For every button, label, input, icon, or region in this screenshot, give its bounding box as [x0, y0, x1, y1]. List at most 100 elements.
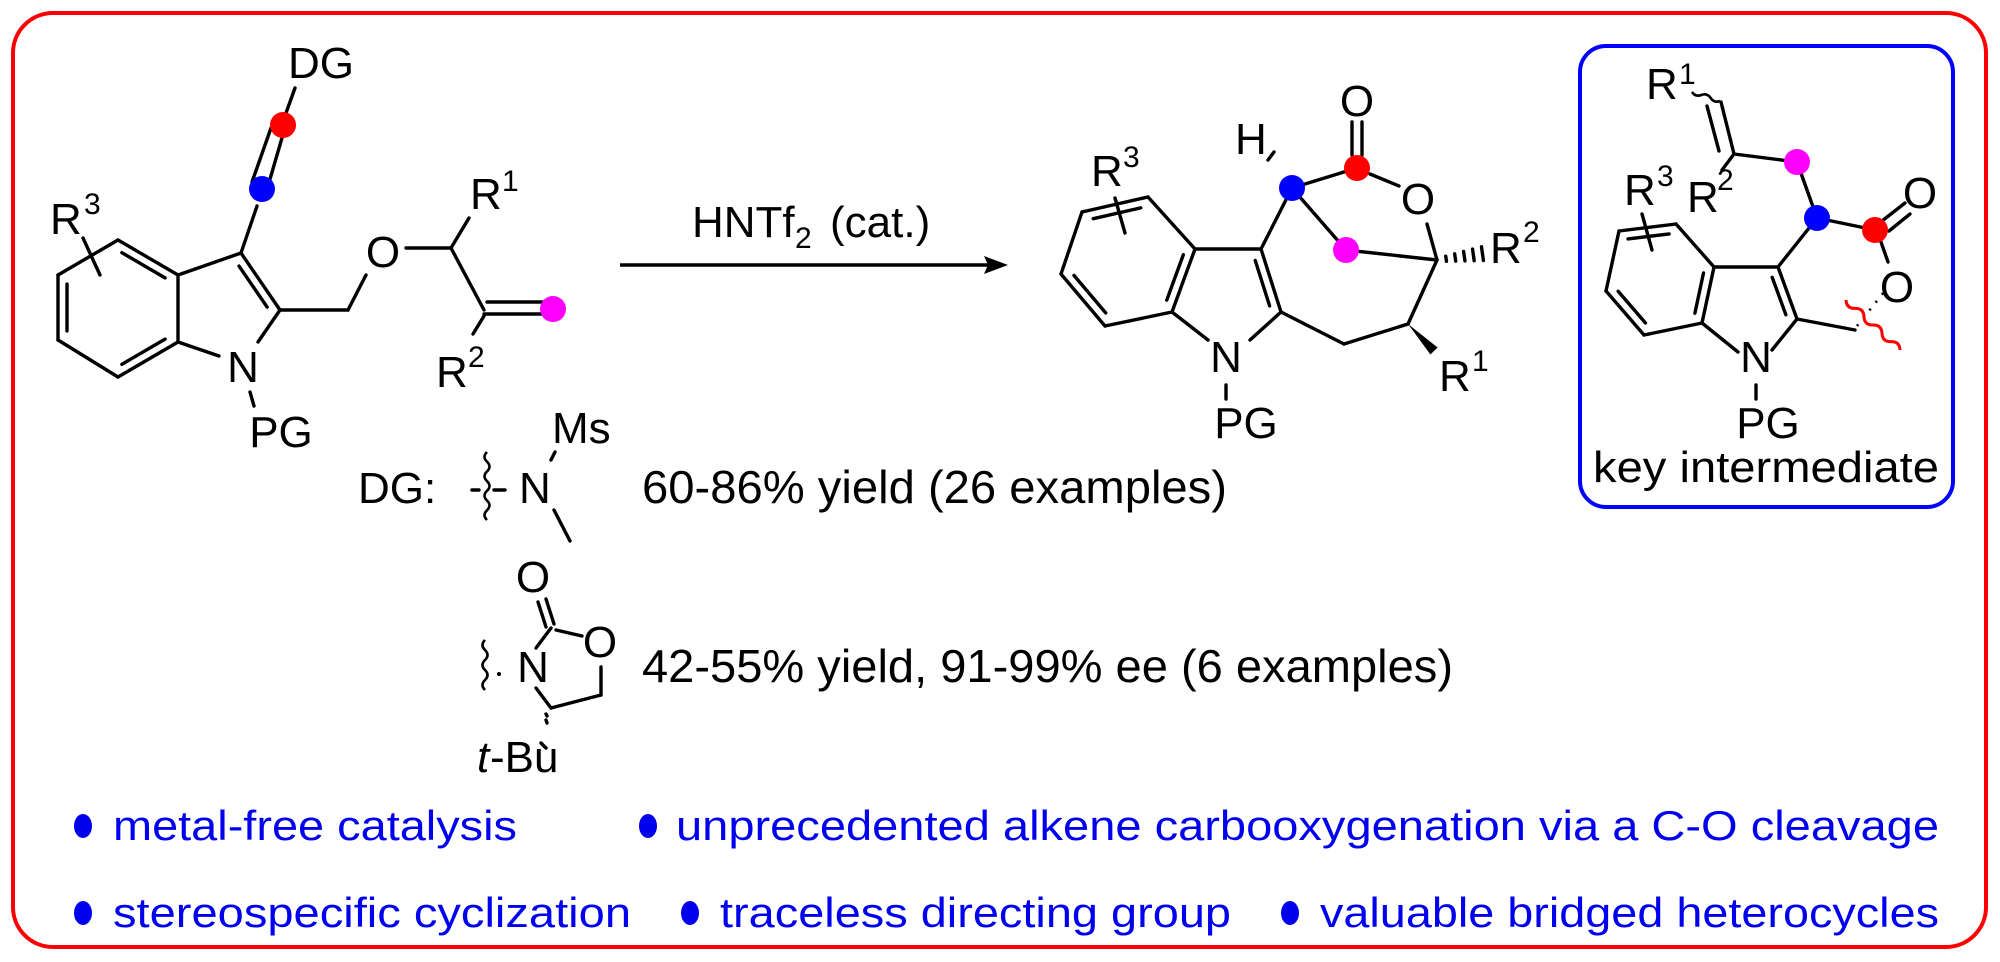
- bond: [1452, 252, 1458, 263]
- hydrogen-label: H: [1235, 115, 1267, 164]
- dg2-yield-text: 42-55% yield, 91-99% ee (6 examples): [642, 640, 1453, 692]
- protecting-group-label: PG: [249, 408, 313, 457]
- directing-groups: DG: N Ms 60-86% yield (26 examples) O O …: [358, 404, 1453, 782]
- atom-highlight-dot: [1279, 175, 1305, 201]
- bond: [1674, 222, 1716, 269]
- bond: [1059, 210, 1084, 276]
- bond: [284, 86, 297, 115]
- bond: [1113, 196, 1127, 235]
- bond: [239, 204, 259, 255]
- feature-stereospecific: stereospecific cyclization: [113, 889, 631, 936]
- bond: [1080, 195, 1150, 214]
- atom-highlight-dot: [1804, 205, 1830, 231]
- oxazolidinone-ring-oxygen: O: [583, 618, 617, 667]
- bond: [1170, 310, 1210, 342]
- carbonyl-oxygen-label: O: [1340, 77, 1374, 126]
- bond: [1640, 212, 1654, 252]
- bond: [239, 251, 282, 312]
- indole-nitrogen-label: N: [1210, 333, 1242, 382]
- atom-highlight-dot: [1784, 149, 1810, 175]
- bond: [256, 308, 282, 344]
- bond: [554, 628, 584, 638]
- r2-superscript: 2: [1717, 164, 1734, 197]
- r2-label: R: [1490, 224, 1522, 273]
- bond: [1604, 289, 1646, 337]
- wavy-bond: [483, 451, 491, 521]
- bond: [1479, 245, 1486, 263]
- bond: [1259, 247, 1283, 314]
- atom-highlight-dot: [540, 296, 566, 322]
- bond: [1444, 254, 1449, 263]
- bond: [1253, 258, 1272, 308]
- r2-superscript: 2: [1523, 216, 1540, 249]
- r1-superscript: 1: [502, 165, 519, 198]
- bond: [346, 273, 368, 312]
- r1-superscript: 1: [1472, 345, 1489, 378]
- atom-highlight-dot: [1333, 237, 1359, 263]
- bond: [1887, 212, 1912, 233]
- reactant: DG R 3 O R 1 R 2 N PG: [50, 39, 519, 457]
- r3-label: R: [1091, 147, 1123, 196]
- bond: [534, 686, 553, 710]
- atom-highlight-dot: [1344, 155, 1370, 181]
- bond: [1344, 248, 1439, 262]
- ether-oxygen-label: O: [366, 228, 400, 277]
- tbu-label: -Bu: [490, 733, 558, 782]
- bond: [549, 450, 557, 462]
- bond: [1072, 273, 1108, 315]
- bond: [1165, 253, 1186, 302]
- bond: [1705, 104, 1721, 153]
- atom-highlight-layer: [249, 112, 1888, 322]
- bond: [1406, 258, 1439, 326]
- bond: [1461, 249, 1467, 263]
- bond: [1146, 195, 1197, 251]
- arrowhead-icon: [984, 256, 1008, 274]
- bond: [449, 246, 486, 312]
- protecting-group-label: PG: [1214, 399, 1278, 448]
- wavy-bond: [481, 639, 489, 691]
- key-intermediate: R 1 R 2 R 3 O O N PG key intermediate: [1593, 58, 1939, 492]
- r3-superscript: 3: [1657, 160, 1674, 193]
- r3-superscript: 3: [84, 188, 101, 221]
- bond: [56, 238, 120, 277]
- tbu-t-label: t: [477, 733, 491, 782]
- protecting-group-label: PG: [1736, 399, 1800, 448]
- bond: [536, 600, 548, 629]
- bond: [81, 236, 102, 277]
- feature-list: metal-free catalysis unprecedented alken…: [74, 802, 1939, 936]
- bond: [1719, 100, 1736, 156]
- lower-oxygen-label: O: [1880, 263, 1914, 312]
- dg-label: DG: [288, 39, 354, 88]
- bond: [1795, 317, 1857, 332]
- r1-label: R: [1439, 352, 1471, 401]
- bond: [1879, 240, 1890, 264]
- outer-frame: [11, 11, 1988, 949]
- key-intermediate-caption: key intermediate: [1593, 443, 1939, 492]
- mesyl-label: Ms: [552, 404, 611, 453]
- bond: [539, 741, 548, 750]
- bond: [1700, 265, 1716, 325]
- bond: [1103, 310, 1174, 328]
- bond: [1616, 289, 1648, 325]
- catalytic-label: (cat.): [830, 198, 930, 247]
- feature-carbooxygenation: unprecedented alkene carbooxygenation vi…: [676, 802, 1939, 849]
- reaction-arrow: HNTf 2 (cat.): [620, 198, 1008, 274]
- wavy-bond: [1690, 91, 1721, 103]
- bond: [266, 129, 286, 188]
- bond: [1642, 321, 1704, 337]
- ring-oxygen-label: O: [1401, 175, 1435, 224]
- reagent-label: HNTf: [692, 198, 795, 247]
- atom-highlight-dot: [249, 176, 275, 202]
- oxazolidinone-carbonyl-oxygen: O: [516, 553, 550, 602]
- bond: [1059, 272, 1107, 328]
- bond: [120, 337, 167, 367]
- bond: [116, 238, 180, 277]
- feature-traceless: traceless directing group: [720, 889, 1231, 936]
- r1-label: R: [1646, 60, 1678, 109]
- bond: [552, 508, 572, 543]
- bond: [1279, 310, 1346, 346]
- wedge-bond: [1408, 324, 1438, 355]
- bond: [1604, 229, 1621, 293]
- bond: [549, 693, 603, 710]
- bond: [237, 264, 269, 309]
